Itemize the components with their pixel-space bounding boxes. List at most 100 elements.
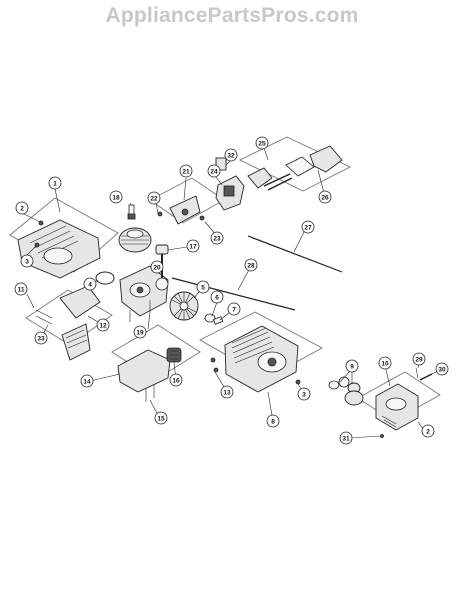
svg-text:7: 7 — [232, 307, 236, 314]
callout-21: 21 — [179, 164, 193, 178]
callout-26: 26 — [318, 190, 332, 204]
svg-text:33: 33 — [37, 336, 45, 343]
callout-14: 14 — [80, 374, 94, 388]
key-7 — [213, 316, 224, 325]
callout-3-engine: 3 — [297, 387, 311, 401]
screws-33 — [35, 309, 53, 325]
svg-text:3: 3 — [25, 259, 29, 266]
screw-31 — [380, 434, 384, 438]
callout-2-clutch: 2 — [421, 424, 435, 438]
svg-text:29: 29 — [415, 357, 423, 364]
callout-17: 17 — [186, 239, 200, 253]
callout-11: 11 — [14, 282, 28, 296]
svg-text:28: 28 — [247, 263, 255, 270]
spark-plug-18 — [127, 204, 136, 220]
svg-text:19: 19 — [136, 330, 144, 337]
svg-text:22: 22 — [150, 196, 158, 203]
svg-text:14: 14 — [83, 379, 91, 386]
callout-10: 10 — [378, 356, 392, 370]
flywheel-5 — [169, 291, 199, 321]
screw-2 — [21, 212, 44, 226]
screw-29 — [415, 367, 419, 379]
svg-text:30: 30 — [438, 367, 446, 374]
svg-text:3: 3 — [302, 392, 306, 399]
cylinder-head — [118, 227, 152, 253]
svg-text:5: 5 — [201, 285, 205, 292]
callout-13: 13 — [220, 385, 234, 399]
watermark: AppliancePartsPros.com — [105, 4, 359, 27]
throttle-cable-27 — [247, 235, 343, 273]
callout-23: 23 — [210, 231, 224, 245]
svg-text:24: 24 — [210, 169, 218, 176]
callout-20: 20 — [150, 260, 164, 274]
svg-text:13: 13 — [223, 390, 231, 397]
engine-block — [210, 325, 301, 393]
stop-wire-28 — [171, 277, 296, 311]
callout-8: 8 — [266, 414, 280, 428]
callout-12: 12 — [96, 318, 110, 332]
clutch-housing — [375, 383, 419, 431]
callout-22: 22 — [147, 191, 161, 205]
callout-31: 31 — [339, 431, 353, 445]
svg-text:1: 1 — [53, 181, 57, 188]
svg-text:32: 32 — [227, 153, 235, 160]
svg-text:18: 18 — [112, 195, 120, 202]
callout-7: 7 — [227, 302, 241, 316]
screw-30 — [419, 373, 433, 381]
air-filter-cover — [59, 285, 101, 361]
svg-text:26: 26 — [321, 195, 329, 202]
svg-text:4: 4 — [88, 282, 92, 289]
svg-text:16: 16 — [172, 378, 180, 385]
callout-30: 30 — [435, 362, 449, 376]
callout-19: 19 — [133, 325, 147, 339]
screws-19 — [129, 300, 151, 322]
gasket-kit — [247, 145, 343, 191]
svg-text:2: 2 — [20, 206, 24, 213]
callout-28: 28 — [244, 258, 258, 272]
svg-text:6: 6 — [215, 295, 219, 302]
callout-27: 27 — [301, 220, 315, 234]
callout-6: 6 — [210, 290, 224, 304]
callout-25: 25 — [255, 136, 269, 150]
svg-text:2: 2 — [426, 429, 430, 436]
cylinder-shroud — [17, 219, 101, 279]
callout-16: 16 — [169, 373, 183, 387]
svg-text:11: 11 — [18, 287, 25, 294]
callout-9: 9 — [345, 359, 359, 373]
callout-5: 5 — [196, 280, 210, 294]
callout-29: 29 — [412, 352, 426, 366]
svg-text:25: 25 — [258, 141, 266, 148]
ignition-coil — [215, 157, 245, 211]
panel-air-filter — [25, 289, 113, 346]
ignition-bracket — [157, 195, 205, 225]
crankcase — [119, 265, 169, 317]
svg-text:20: 20 — [153, 265, 161, 272]
callout-32: 32 — [224, 148, 238, 162]
callout-33: 33 — [34, 331, 48, 345]
callout-2: 2 — [15, 201, 29, 215]
clutch-parts — [328, 376, 364, 406]
panel-gasket-kit — [238, 136, 352, 192]
svg-text:8: 8 — [271, 419, 275, 426]
callout-24: 24 — [207, 164, 221, 178]
svg-text:21: 21 — [182, 169, 190, 176]
svg-text:17: 17 — [189, 244, 197, 251]
svg-text:31: 31 — [342, 436, 350, 443]
callout-3: 3 — [20, 254, 34, 268]
callout-1: 1 — [48, 176, 62, 190]
washer-6 — [204, 313, 216, 323]
piston-rod-17 — [155, 244, 169, 291]
screw-3-left — [26, 242, 40, 256]
callout-15: 15 — [154, 411, 168, 425]
svg-text:15: 15 — [157, 416, 165, 423]
svg-text:23: 23 — [213, 236, 221, 243]
svg-text:10: 10 — [381, 361, 389, 368]
o-ring-4 — [95, 271, 115, 285]
callout-18: 18 — [109, 190, 123, 204]
svg-text:27: 27 — [304, 225, 312, 232]
callout-4: 4 — [83, 277, 97, 291]
svg-text:12: 12 — [99, 323, 107, 330]
svg-text:9: 9 — [350, 364, 354, 371]
fuel-tank — [117, 347, 182, 402]
